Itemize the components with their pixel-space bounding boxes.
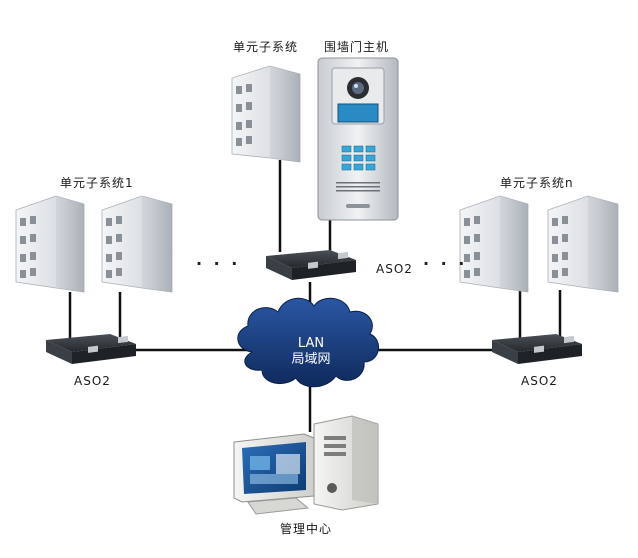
building-top bbox=[231, 65, 301, 163]
management-pc bbox=[233, 415, 379, 515]
connection-lines bbox=[68, 160, 562, 432]
speaker-grille bbox=[336, 182, 380, 192]
display-screen bbox=[337, 103, 379, 123]
label-door-station: 围墙门主机 bbox=[324, 40, 390, 54]
building-left-2 bbox=[101, 195, 173, 293]
door-station-panel bbox=[317, 57, 399, 221]
lan-label-cn: 局域网 bbox=[291, 352, 331, 367]
ellipsis-right: · · · bbox=[423, 254, 468, 273]
aso2-switch-right bbox=[492, 334, 582, 364]
lan-label: LAN 局域网 bbox=[276, 336, 346, 368]
label-aso2-top: ASO2 bbox=[376, 262, 413, 276]
label-subsystem-left: 单元子系统1 bbox=[60, 176, 134, 190]
lan-cloud bbox=[237, 297, 379, 388]
aso2-switch-left bbox=[46, 334, 136, 364]
label-aso2-left: ASO2 bbox=[74, 374, 111, 388]
ellipsis-left: · · · bbox=[196, 254, 241, 273]
label-aso2-right: ASO2 bbox=[521, 374, 558, 388]
building-right-2 bbox=[547, 195, 619, 293]
aso2-switch-top bbox=[266, 250, 356, 280]
lan-label-en: LAN bbox=[297, 336, 325, 351]
label-subsystem-top: 单元子系统 bbox=[233, 40, 299, 54]
label-management: 管理中心 bbox=[280, 522, 333, 536]
building-left-1 bbox=[15, 195, 85, 293]
building-right-1 bbox=[459, 195, 529, 293]
label-subsystem-right: 单元子系统n bbox=[500, 176, 574, 190]
keypad bbox=[341, 145, 376, 171]
